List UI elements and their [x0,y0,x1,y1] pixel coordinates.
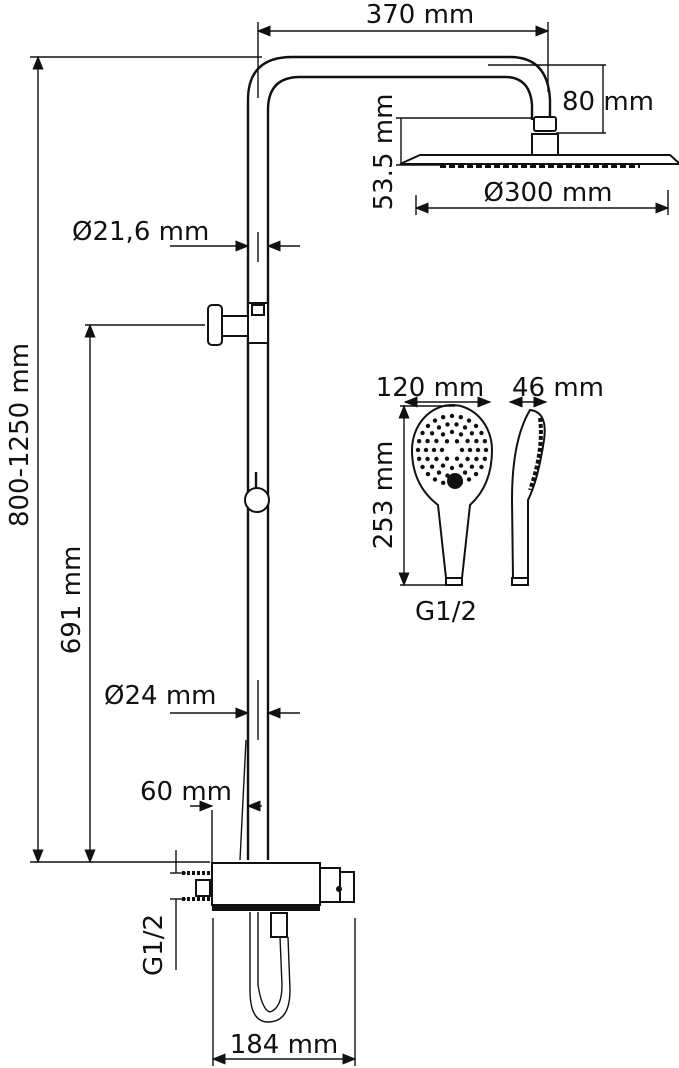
spray-nozzle-dot [416,439,422,444]
hose-upper [239,739,247,861]
label-mixer-width: 184 mm [230,1030,339,1060]
label-hand-shower-width: 120 mm [376,373,485,403]
spray-nozzle-dot [466,418,472,423]
hand-shower-side [510,408,546,586]
spray-nozzle-dot [445,422,450,427]
label-arm-drop: 80 mm [562,87,654,117]
spray-nozzle-dot [479,464,484,470]
hose-loop-inner [257,912,283,1013]
spray-nozzle-dot [441,480,446,486]
spray-nozzle-dot [440,463,446,468]
spray-nozzle-dot [459,447,465,453]
dimension-total-height: 800-1250 mm [5,55,262,864]
spray-nozzle-dot [449,413,455,419]
spray-nozzle-dot [483,447,489,453]
spray-nozzle-dot [479,430,484,436]
spray-nozzle-dot [462,470,468,475]
spray-nozzle-dot [436,470,442,475]
dimension-head-diameter: Ø300 mm [414,178,670,215]
hand-shower-front [410,404,494,586]
label-upper-pipe-diameter: Ø21,6 mm [72,217,209,247]
spray-nozzle-dot [467,447,473,453]
dimension-upper-pipe-diameter: Ø21,6 mm [72,217,300,262]
label-inlet-thread: G1/2 [139,914,169,976]
spray-nozzle-dot [415,447,421,453]
spray-nozzle-dot [465,438,470,444]
label-head-diameter: Ø300 mm [483,178,612,208]
dimension-mixer-offset: 60 mm [140,777,262,862]
dimension-lower-pipe-diameter: Ø24 mm [104,680,300,740]
riser-pipe [246,55,552,860]
spray-nozzle-dot [454,422,459,427]
dimension-arm-drop: 80 mm [488,64,654,134]
label-mixer-offset: 60 mm [140,777,232,807]
label-head-height: 53.5 mm [369,94,399,211]
spray-nozzle-dot [458,432,464,437]
dimension-hand-shower-width: 120 mm [376,373,492,408]
spray-nozzle-dot [449,429,455,435]
dimension-hand-shower-depth: 46 mm [508,373,604,408]
label-lower-pipe-diameter: Ø24 mm [104,681,216,711]
spray-nozzle-dot [474,438,479,444]
spray-nozzle-dot [454,439,460,444]
spray-nozzle-dot [434,456,439,462]
spray-nozzle-dot [436,425,442,430]
spray-nozzle-dot [420,430,425,436]
spray-nozzle-dot [444,439,450,444]
spray-nozzle-dot [482,439,488,444]
spray-nozzle-dot [454,456,460,461]
dimension-arm-length: 370 mm [256,0,550,98]
spray-nozzle-dot [466,477,472,482]
dimension-mixer-width: 184 mm [211,918,357,1066]
diverter-valve [207,302,269,346]
spray-nozzle-dot [441,414,446,420]
spray-nozzle-dot [429,464,435,469]
dimension-head-height: 53.5 mm [369,94,532,211]
spray-nozzle-dot [462,425,468,430]
spray-nozzle-dot [432,477,438,482]
spray-nozzle-dot [444,456,450,461]
label-arm-length: 370 mm [366,0,475,30]
spray-nozzle-dot [416,456,422,461]
spray-nozzle-dot [458,463,464,468]
spray-nozzle-dot [482,456,488,461]
label-hand-shower-depth: 46 mm [512,373,604,403]
spray-nozzle-dot [425,456,430,462]
dimension-hand-shower-length: 253 mm [369,404,455,587]
dimension-valve-height: 691 mm [57,323,205,864]
spray-nozzle-dot [439,447,445,453]
spray-nozzle-dot [469,464,475,469]
dimension-inlet-thread: G1/2 [139,850,186,976]
spray-nozzle-dot [425,438,430,444]
spray-nozzle-dot [475,447,481,453]
spray-nozzle-dot [423,447,429,453]
spray-nozzle-dot [469,431,475,436]
spray-nozzle-dot [458,414,463,420]
spray-nozzle-dot [434,438,439,444]
thermostatic-mixer [182,862,355,938]
spray-nozzle-dot [474,456,479,462]
label-valve-height: 691 mm [57,546,87,655]
label-total-height: 800-1250 mm [5,343,35,527]
spray-nozzle-dot [449,465,455,471]
hose-loop [249,912,291,1023]
spray-nozzle-dot [429,431,435,436]
spray-nozzle-dot [420,464,425,470]
spray-nozzle-dot [431,447,437,453]
spray-nozzle-dot [425,471,431,477]
spray-nozzle-dot [425,423,431,429]
slider-bracket [244,472,270,513]
spray-nozzle-dot [473,471,479,477]
label-hand-shower-length: 253 mm [369,441,399,550]
spray-nozzle-dot [432,418,438,423]
spray-nozzle-dot [473,423,479,429]
overhead-shower-head [399,116,679,168]
label-hand-shower-thread: G1/2 [415,597,477,627]
spray-nozzle-dot [440,432,446,437]
spray-nozzle-dot [465,456,470,462]
